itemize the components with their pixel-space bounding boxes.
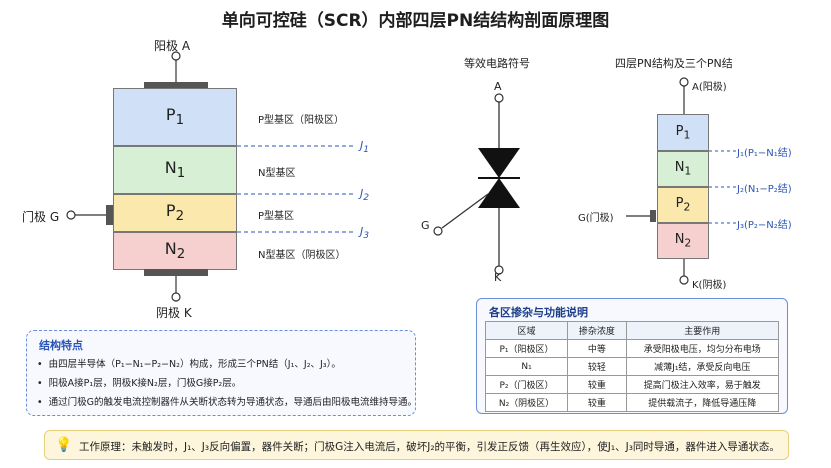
symbol-anode-label: A bbox=[494, 80, 502, 93]
layer-n2-symbol: N2 bbox=[164, 239, 186, 263]
table-cell: 中等 bbox=[567, 339, 627, 358]
right-gate-terminal bbox=[626, 210, 656, 222]
table-row: P₂（门极区） 较重 提高门极注入效率，易于触发 bbox=[484, 375, 780, 394]
table-row: N₂（阴极区） 较重 提供载流子，降低导通压降 bbox=[484, 393, 780, 412]
layer-p1-symbol: P1 bbox=[165, 105, 185, 129]
structure-note-2: • 阳极A接P₁层，阴极K接N₂层，门极G接P₂层。 bbox=[37, 378, 242, 389]
table-cell: 减薄J₁结，承受反向电压 bbox=[625, 357, 780, 376]
doping-table-title: 各区掺杂与功能说明 bbox=[489, 306, 588, 319]
table-header: 主要作用 bbox=[625, 321, 780, 340]
right-layer-p1: P1 bbox=[657, 114, 709, 151]
right-junction-j3-label: J₃(P₂−N₂结) bbox=[737, 220, 792, 231]
table-cell: 提高门极注入效率，易于触发 bbox=[625, 375, 780, 394]
layer-n1: N1 bbox=[113, 146, 237, 194]
layer-p1-desc: P型基区（阳极区） bbox=[258, 115, 345, 126]
layer-p1: P1 bbox=[113, 88, 237, 146]
symbol-gate-label: G bbox=[421, 219, 430, 232]
table-cell: P₁（阳极区） bbox=[484, 339, 569, 358]
junction-lines bbox=[237, 145, 355, 233]
table-cell: 较重 bbox=[567, 393, 627, 412]
anode-label: 阳极 A bbox=[154, 39, 191, 53]
right-cathode-label: K(阴极) bbox=[692, 280, 727, 291]
page-title: 单向可控硅（SCR）内部四层PN结结构剖面原理图 bbox=[221, 11, 610, 31]
right-diagram-title: 四层PN结构及三个PN结 bbox=[615, 57, 733, 70]
scr-symbol bbox=[433, 93, 520, 275]
layer-n2-desc: N型基区（阴极区） bbox=[258, 250, 346, 261]
doping-table: 区域 掺杂浓度 主要作用 P₁（阳极区） 中等 承受阳极电压，均匀分布电场 N₁… bbox=[484, 321, 780, 412]
right-layer-p2: P2 bbox=[657, 187, 709, 223]
right-anode-label: A(阳极) bbox=[692, 82, 727, 93]
layer-n1-symbol: N1 bbox=[164, 158, 186, 182]
layer-p2-symbol: P2 bbox=[165, 201, 185, 225]
right-layer-n2: N2 bbox=[657, 223, 709, 259]
cathode-terminal bbox=[144, 269, 208, 302]
right-anode-terminal bbox=[679, 77, 689, 114]
table-row: N₁ 较轻 减薄J₁结，承受反向电压 bbox=[484, 357, 780, 376]
right-layer-n1: N1 bbox=[657, 151, 709, 187]
structure-notes-title: 结构特点 bbox=[39, 339, 83, 352]
doping-table-box: 各区掺杂与功能说明 区域 掺杂浓度 主要作用 P₁（阳极区） 中等 承受阳极电压… bbox=[476, 298, 788, 414]
right-gate-label: G(门极) bbox=[578, 213, 614, 224]
structure-note-3: • 通过门极G的触发电流控制器件从关断状态转为导通状态，导通后由阳极电流维持导通… bbox=[37, 397, 418, 408]
cathode-label: 阴极 K bbox=[156, 306, 192, 320]
junction-j1-label: J1 bbox=[360, 139, 370, 156]
table-cell: 较轻 bbox=[567, 357, 627, 376]
right-junction-lines bbox=[709, 150, 737, 224]
lightbulb-icon: 💡 bbox=[55, 437, 73, 453]
principle-text: 工作原理：未触发时，J₁、J₃反向偏置，器件关断；门极G注入电流后，破坏J₂的平… bbox=[79, 441, 780, 453]
table-cell: 承受阳极电压，均匀分布电场 bbox=[625, 339, 780, 358]
gate-label: 门极 G bbox=[22, 210, 60, 224]
principle-box: 💡 工作原理：未触发时，J₁、J₃反向偏置，器件关断；门极G注入电流后，破坏J₂… bbox=[44, 430, 789, 460]
structure-notes-box: 结构特点 • 由四层半导体（P₁−N₁−P₂−N₂）构成，形成三个PN结（J₁、… bbox=[26, 330, 418, 416]
layer-n2: N2 bbox=[113, 232, 237, 270]
symbol-cathode-label: K bbox=[494, 271, 502, 284]
junction-j2-label: J2 bbox=[360, 187, 370, 204]
structure-note-1: • 由四层半导体（P₁−N₁−P₂−N₂）构成，形成三个PN结（J₁、J₂、J₃… bbox=[37, 359, 341, 370]
right-junction-j1-label: J₁(P₁−N₁结) bbox=[737, 148, 792, 159]
table-cell: N₁ bbox=[484, 357, 569, 376]
symbol-title: 等效电路符号 bbox=[464, 57, 530, 70]
right-junction-j2-label: J₂(N₁−P₂结) bbox=[737, 184, 792, 195]
anode-terminal bbox=[144, 51, 208, 89]
layer-p2: P2 bbox=[113, 194, 237, 232]
gate-terminal bbox=[66, 205, 113, 225]
table-header-row: 区域 掺杂浓度 主要作用 bbox=[484, 321, 780, 340]
right-layer-n2-symbol: N2 bbox=[674, 232, 692, 250]
right-layer-n1-symbol: N1 bbox=[674, 160, 692, 178]
table-cell: P₂（门极区） bbox=[484, 375, 569, 394]
right-layer-p2-symbol: P2 bbox=[675, 196, 691, 214]
table-header: 区域 bbox=[484, 321, 569, 340]
layer-p2-desc: P型基区 bbox=[258, 211, 295, 222]
layer-n1-desc: N型基区 bbox=[258, 168, 296, 179]
right-cathode-terminal bbox=[679, 259, 689, 285]
right-layer-p1-symbol: P1 bbox=[675, 123, 691, 142]
table-header: 掺杂浓度 bbox=[567, 321, 627, 340]
table-row: P₁（阳极区） 中等 承受阳极电压，均匀分布电场 bbox=[484, 339, 780, 358]
table-cell: 较重 bbox=[567, 375, 627, 394]
layer-structure-diagram: 阳极 A P1 N1 P2 N2 P型基区（阳极区） N型基区 P型基区 N型基… bbox=[0, 0, 420, 320]
table-cell: N₂（阴极区） bbox=[484, 393, 569, 412]
table-cell: 提供载流子，降低导通压降 bbox=[625, 393, 780, 412]
junction-j3-label: J3 bbox=[360, 225, 370, 242]
